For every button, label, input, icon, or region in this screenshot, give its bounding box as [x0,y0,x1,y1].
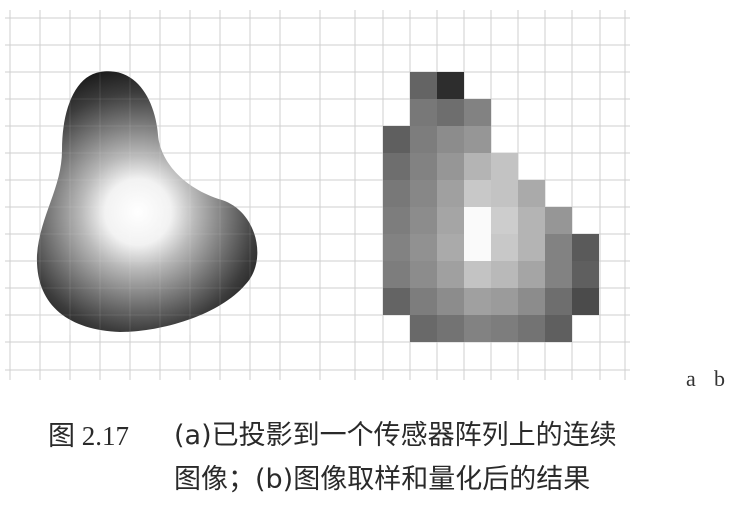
sampled-pixel [410,234,437,261]
sampled-pixel [383,180,410,207]
sampled-pixel [464,315,491,342]
sampled-pixel [518,288,545,315]
sampled-pixel [545,207,572,234]
sampled-pixel [491,207,518,234]
sampled-pixel [464,288,491,315]
continuous-image-region [36,71,258,332]
sampled-pixel [464,126,491,153]
sampled-pixel [410,99,437,126]
sampled-pixel [464,153,491,180]
sampled-pixel [410,126,437,153]
sampled-pixel [464,180,491,207]
sampled-pixel [437,72,464,99]
sampled-pixel [383,234,410,261]
sampled-pixel [383,261,410,288]
subfigure-label-a: a [686,366,696,391]
sampled-pixel [410,207,437,234]
sampled-pixel [545,288,572,315]
sampled-pixel [491,315,518,342]
sampled-pixel [491,261,518,288]
sampled-pixel [437,234,464,261]
sampled-pixel [464,234,491,261]
grid-overlay-lines [35,70,270,335]
sampled-pixel [464,207,491,234]
sampled-pixel [410,315,437,342]
sampled-pixel [410,153,437,180]
sampled-pixel [518,180,545,207]
sampled-pixel [410,288,437,315]
sampled-pixel [437,288,464,315]
sampled-pixel [410,180,437,207]
sampled-pixel [518,234,545,261]
sampled-pixel [518,261,545,288]
sampled-pixel [410,261,437,288]
sampled-pixel [437,153,464,180]
sampled-pixel [572,234,599,261]
sampled-pixel [437,180,464,207]
sampled-pixel [410,72,437,99]
sampled-pixel [572,288,599,315]
sampled-pixel [437,99,464,126]
sampled-pixel [545,315,572,342]
sampled-quantized-image [383,72,599,342]
sampled-pixel [437,207,464,234]
sampled-pixel [437,126,464,153]
sampled-pixel [383,153,410,180]
caption-figure-number: 图 2.17 [48,421,129,451]
figure-2-17-graphic [5,10,630,380]
sampled-pixel [518,315,545,342]
sampled-pixel [383,288,410,315]
sampled-pixel [491,234,518,261]
sampled-pixel [518,207,545,234]
sampled-pixel [383,207,410,234]
sampled-pixel [491,180,518,207]
sampled-pixel [572,261,599,288]
sampled-pixel [491,288,518,315]
sampled-pixel [383,126,410,153]
subfigure-label-b: b [714,366,725,391]
sampled-pixel [491,153,518,180]
sampled-pixel [545,234,572,261]
sampled-pixel [437,315,464,342]
sampled-pixel [464,261,491,288]
sampled-pixel [545,261,572,288]
caption-text-line-1: (a)已投影到一个传感器阵列上的连续 [174,420,617,451]
sampled-pixel [437,261,464,288]
sampled-pixel [464,99,491,126]
caption-text-line-2: 图像；(b)图像取样和量化后的结果 [174,464,591,495]
